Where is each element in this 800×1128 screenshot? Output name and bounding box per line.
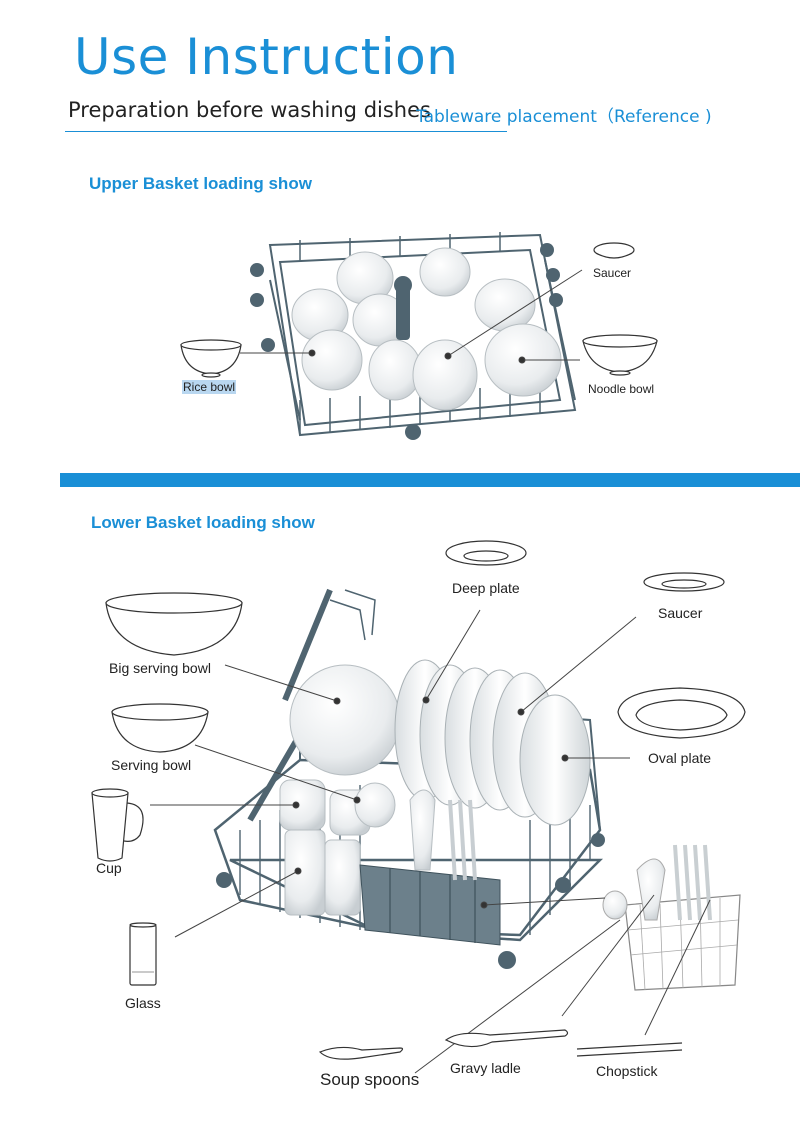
subtitle-underline (65, 131, 507, 132)
lower-basket-heading: Lower Basket loading show (91, 513, 315, 532)
lower-cutlery-basket (359, 789, 501, 946)
label-big-serving-bowl: Big serving bowl (109, 660, 211, 676)
noodle-bowl-icon (582, 334, 658, 376)
label-noodle-bowl: Noodle bowl (588, 382, 655, 396)
label-serving-bowl: Serving bowl (111, 757, 192, 773)
upper-spray-arm (394, 276, 412, 340)
label-rice-bowl: Rice bowl (182, 380, 237, 394)
upper-rack-wheels (250, 243, 563, 440)
section-subtitle: Preparation before washing dishes (68, 98, 431, 122)
upper-pointers (240, 269, 583, 364)
separate-cutlery-basket (602, 844, 741, 991)
section-divider (60, 473, 800, 487)
lower-cups (279, 779, 396, 916)
saucer-icon (643, 572, 725, 592)
label-chopstick: Chopstick (596, 1063, 658, 1079)
label-lower-saucer: Saucer (658, 605, 703, 621)
lower-pointers (150, 609, 711, 1074)
label-soup-spoons: Soup spoons (320, 1070, 420, 1089)
soup-spoon-icon (318, 1046, 404, 1060)
rice-bowl-icon (180, 339, 242, 378)
deep-plate-icon (445, 540, 527, 566)
lower-rack-wheels (216, 833, 605, 969)
oval-plate-icon (617, 687, 746, 739)
upper-basket-heading: Upper Basket loading show (89, 174, 312, 193)
cup-icon (91, 788, 144, 862)
gravy-ladle-icon (444, 1029, 569, 1048)
glass-icon (129, 922, 157, 986)
label-glass: Glass (125, 995, 161, 1011)
label-oval-plate: Oval plate (648, 750, 712, 766)
page-title: Use Instruction (74, 28, 459, 86)
upper-bowls (291, 247, 562, 411)
label-cup: Cup (96, 860, 122, 876)
big-serving-bowl-icon (105, 592, 243, 656)
chopstick-icon (576, 1042, 683, 1057)
tab-tableware-placement[interactable]: Tableware placement（Reference ) (416, 107, 712, 127)
serving-bowl-icon (111, 703, 209, 753)
label-rice-bowl-text: Rice bowl (182, 380, 237, 394)
label-upper-saucer: Saucer (593, 266, 632, 280)
lower-plates (394, 659, 591, 826)
label-deep-plate: Deep plate (452, 580, 520, 596)
upper-saucer-icon (593, 242, 635, 259)
upper-basket (268, 232, 577, 437)
label-gravy-ladle: Gravy ladle (450, 1060, 521, 1076)
lower-big-bowl (289, 664, 401, 776)
